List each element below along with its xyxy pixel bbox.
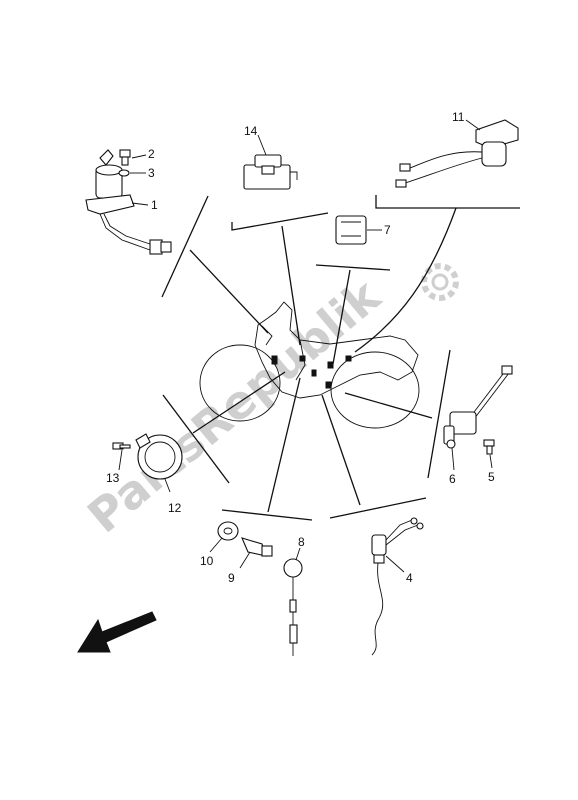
callout-12: 12 <box>168 501 182 515</box>
callout-1: 1 <box>151 198 158 212</box>
front-arrow-icon <box>77 611 157 653</box>
part-connector <box>335 215 367 245</box>
callout-3: 3 <box>148 166 155 180</box>
group-brackets <box>161 195 520 521</box>
part-sensor <box>443 365 513 449</box>
motorcycle-outline <box>199 301 420 429</box>
callout-10: 10 <box>200 554 214 568</box>
part-washer <box>118 169 130 177</box>
callout-11: 11 <box>452 110 465 124</box>
callout-6: 6 <box>449 472 456 486</box>
leader-lines <box>189 207 457 513</box>
callout-5: 4 <box>406 571 413 585</box>
part-screw <box>119 149 131 166</box>
callout-7: 5 <box>488 470 495 484</box>
callouts: 2 3 1 14 7 11 6 5 13 12 10 9 8 4 <box>106 110 495 585</box>
part-relay <box>243 154 298 190</box>
callout-4: 8 <box>298 535 305 549</box>
callout-13: 13 <box>106 471 120 485</box>
part-brake-switch <box>371 517 424 656</box>
callout-8: 7 <box>384 223 391 237</box>
part-gasket <box>217 521 239 541</box>
part-handlebar-switch <box>395 119 519 188</box>
part-horn <box>135 433 183 493</box>
part-main-switch <box>85 149 172 255</box>
part-neutral-switch <box>241 537 273 557</box>
callout-9: 9 <box>228 571 235 585</box>
part-bolt-13 <box>112 442 131 450</box>
part-bolt-7 <box>483 439 495 455</box>
callout-2: 2 <box>148 147 155 161</box>
gear-watermark-icon <box>421 263 459 301</box>
callout-14: 14 <box>244 124 258 138</box>
part-sensor-cable <box>283 558 303 656</box>
